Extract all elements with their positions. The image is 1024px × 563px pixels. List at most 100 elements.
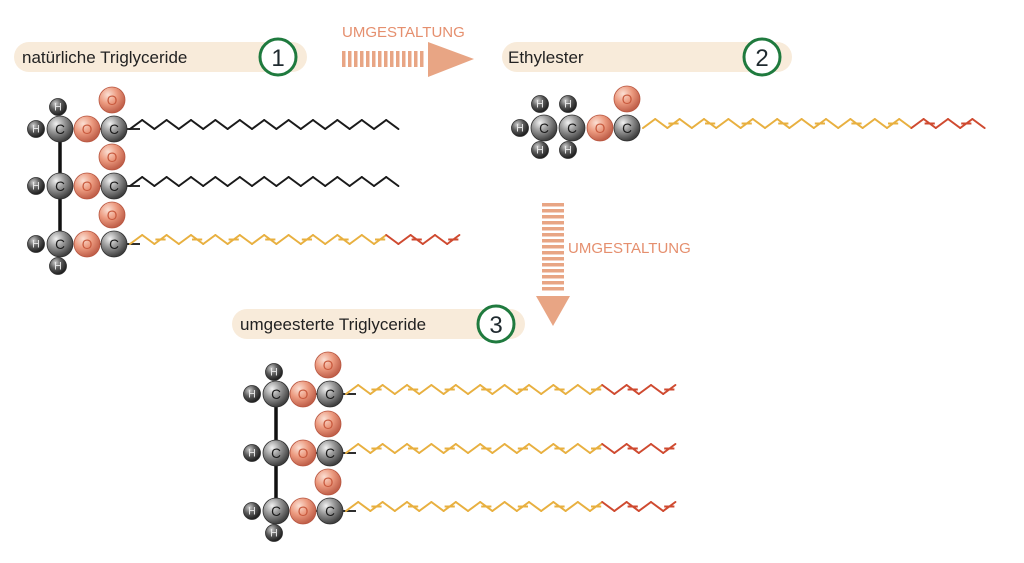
chain-bond (788, 118, 803, 129)
arrow-stripe (408, 51, 412, 67)
chain-bond (421, 234, 436, 245)
fatty-acid-chain-saturated (129, 176, 400, 187)
carbon-sphere (316, 439, 344, 467)
chain-bond (214, 234, 229, 245)
chain-bond (251, 176, 266, 187)
carbon-symbol: C (271, 504, 281, 519)
hydrogen-sphere (27, 120, 45, 138)
oxygen-symbol: O (82, 122, 93, 137)
arrow-right-label: UMGESTALTUNG (342, 24, 465, 41)
chain-bond (418, 384, 433, 395)
chain-bond (715, 118, 730, 129)
carbon-sphere (100, 230, 128, 258)
hydrogen-sphere (531, 95, 549, 113)
chain-bond (190, 176, 205, 187)
oxygen-atom: O (314, 468, 342, 496)
oxygen-atom: O (73, 230, 101, 258)
chain-bond (430, 501, 445, 512)
arrow-down-shaft (542, 203, 564, 291)
carbon-atom: C (100, 230, 128, 258)
chain-bond (898, 118, 913, 129)
chain-bond (540, 443, 555, 454)
oxygen-symbol: O (622, 92, 633, 107)
oxygen-sphere (98, 143, 126, 171)
chain-bond (503, 501, 518, 512)
hydrogen-symbol: H (270, 528, 278, 540)
chain-bond (177, 176, 192, 187)
hydrogen-atom: H (27, 235, 45, 253)
carbon-atom: C (46, 115, 74, 143)
chain-bond (418, 501, 433, 512)
chain-bond (564, 384, 579, 395)
chain-bond (576, 501, 591, 512)
oxygen-sphere (73, 115, 101, 143)
arrow-stripe (348, 51, 352, 67)
chain-bond (202, 119, 217, 130)
chain-bond (751, 118, 766, 129)
chain-bond (287, 176, 302, 187)
chain-bond (454, 501, 469, 512)
hydrogen-atom: H (243, 385, 261, 403)
chain-bond (564, 443, 579, 454)
chain-bond (129, 234, 144, 245)
chain-bond (467, 501, 482, 512)
chain-bond (336, 119, 351, 130)
oxygen-sphere (314, 410, 342, 438)
hydrogen-atom: H (49, 98, 67, 116)
carbon-sphere (46, 172, 74, 200)
oxygen-symbol: O (82, 179, 93, 194)
arrow-stripe (402, 51, 406, 67)
chain-bond (637, 384, 652, 395)
chain-bond (373, 176, 388, 187)
chain-bond (467, 443, 482, 454)
chain-bond (299, 119, 314, 130)
arrow-stripe (542, 239, 564, 243)
hydrogen-sphere (531, 141, 549, 159)
chain-bond (613, 443, 628, 454)
hydrogen-atom: H (559, 95, 577, 113)
oxygen-atom: O (98, 86, 126, 114)
label-pill (232, 309, 525, 339)
arrow-right-shaft (342, 51, 424, 67)
carbon-symbol: C (539, 121, 549, 136)
hydrogen-atom: H (27, 120, 45, 138)
hydrogen-symbol: H (248, 389, 256, 401)
chain-bond (202, 234, 217, 245)
chain-bond (934, 118, 949, 129)
hydrogen-symbol: H (536, 145, 544, 157)
chain-bond (214, 176, 229, 187)
chain-bond (214, 119, 229, 130)
chain-bond (373, 119, 388, 130)
chain-bond (397, 234, 412, 245)
chain-bond (324, 176, 339, 187)
oxygen-sphere (98, 201, 126, 229)
chain-bond (190, 119, 205, 130)
chain-bond (287, 119, 302, 130)
arrow-stripe (542, 263, 564, 267)
chain-bond (873, 118, 888, 129)
carbon-atom: C (100, 115, 128, 143)
chain-bond (678, 118, 693, 129)
chain-bond (385, 119, 400, 130)
chain-bond (324, 119, 339, 130)
hydrogen-atom: H (265, 524, 283, 542)
chain-bond (825, 118, 840, 129)
chain-bond (393, 384, 408, 395)
arrow-right: UMGESTALTUNG (342, 24, 474, 77)
chain-bond (177, 119, 192, 130)
chain-bond (153, 119, 168, 130)
chain-bond (576, 443, 591, 454)
chain-bond (381, 501, 396, 512)
chain-bond (312, 234, 327, 245)
hydrogen-sphere (243, 444, 261, 462)
carbon-sphere (100, 115, 128, 143)
chain-bond (299, 176, 314, 187)
arrow-stripe (542, 203, 564, 207)
chain-bond (275, 176, 290, 187)
carbon-symbol: C (109, 237, 119, 252)
step-2-badge (742, 37, 782, 77)
arrow-stripe (384, 51, 388, 67)
chain-bond (637, 443, 652, 454)
chain-bond (434, 234, 449, 245)
arrow-stripe (542, 269, 564, 273)
